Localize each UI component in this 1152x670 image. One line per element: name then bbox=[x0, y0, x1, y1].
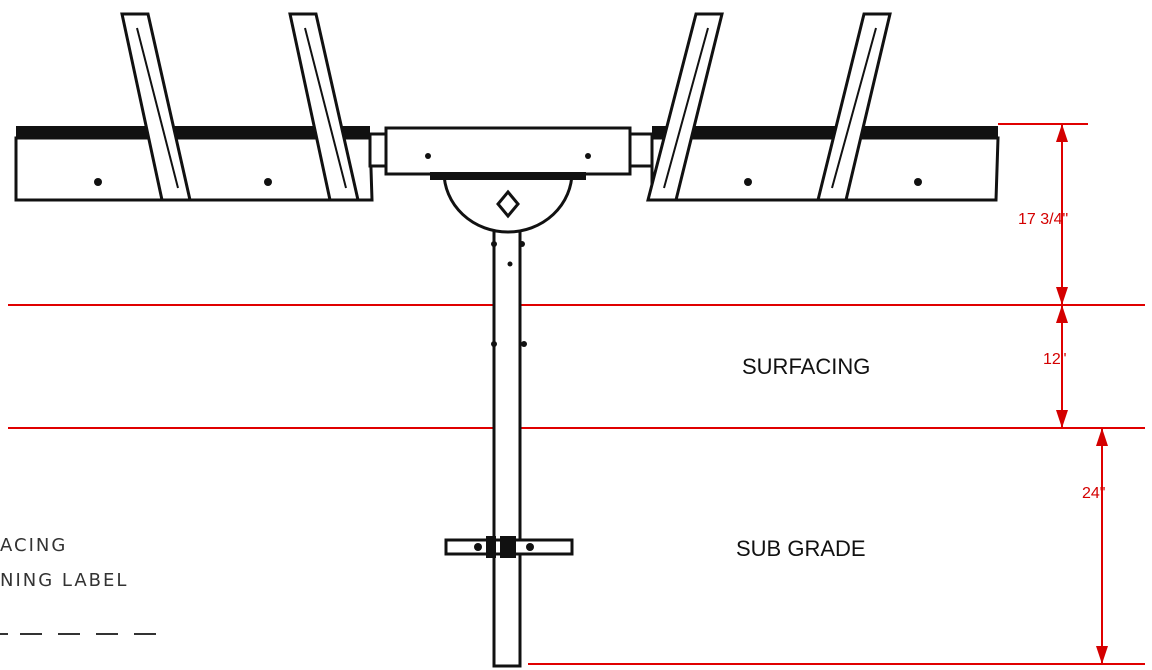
dimension-24: 24" bbox=[1082, 485, 1105, 502]
left-seat-platform bbox=[14, 12, 374, 202]
legend-line-2: NING LABEL bbox=[0, 570, 128, 591]
dimension-markers bbox=[998, 123, 1108, 664]
center-post bbox=[491, 218, 527, 668]
sub-grade-label: SUB GRADE bbox=[736, 536, 866, 561]
legend-line-1: ACING bbox=[0, 535, 67, 556]
center-pivot-assembly bbox=[368, 126, 654, 234]
dimension-12: 12" bbox=[1043, 351, 1066, 368]
surfacing-label: SURFACING bbox=[742, 354, 870, 379]
anchor-crossbar bbox=[444, 536, 574, 558]
dimension-17-3-4: 17 3/4" bbox=[1018, 211, 1068, 228]
right-seat-platform bbox=[646, 12, 1000, 202]
